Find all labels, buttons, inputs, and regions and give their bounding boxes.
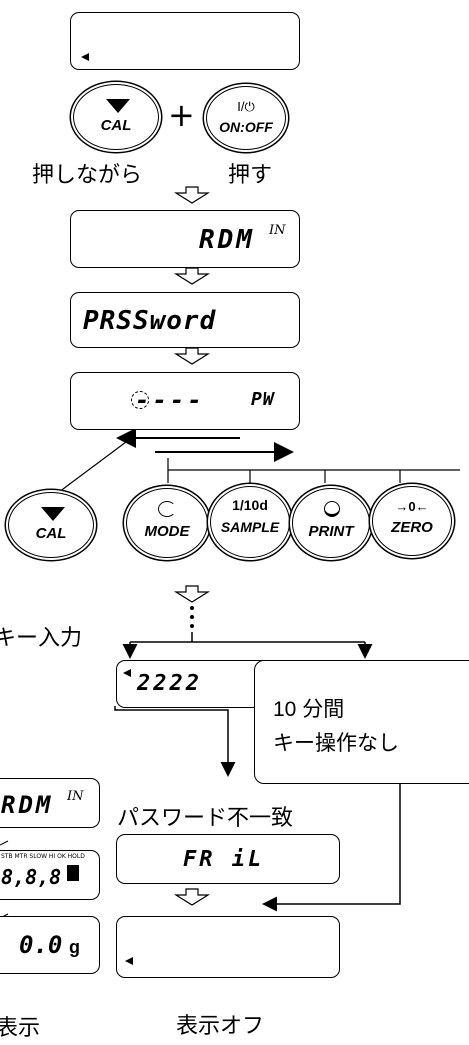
press-caption: 押す <box>228 163 273 188</box>
display-off-top <box>70 12 300 70</box>
print-icon <box>324 501 340 517</box>
cal-label: CAL <box>100 117 132 134</box>
triangle-down-icon <box>106 99 130 113</box>
mode-button[interactable]: MODE <box>126 488 208 558</box>
fail-text: FR iL <box>183 847 265 872</box>
admin-text: RDM <box>199 225 255 255</box>
display-off-caption: 表示オフ <box>176 1014 265 1039</box>
hold-caption: 押しながら <box>32 163 143 188</box>
plus-sign: + <box>168 96 195 134</box>
key-input-caption: キー入力 <box>0 626 83 651</box>
pw-entry-text: ---- <box>135 386 205 414</box>
print-button[interactable]: PRINT <box>292 488 370 558</box>
mode-label: MODE <box>144 523 190 540</box>
mismatch-caption: パスワード不一致 <box>117 806 294 831</box>
triangle-down-icon <box>41 507 65 521</box>
password-text: PRSSword <box>83 306 217 336</box>
pw-tag: PW <box>251 389 275 410</box>
cycle-icon <box>158 501 176 517</box>
display-all-segments: STB MTR SLOW HI OK HOLD 8,8,8 <box>0 850 100 900</box>
bar-graph-icon <box>67 865 79 881</box>
cursor-indicator <box>81 53 89 61</box>
display-password: PRSSword <box>70 292 300 348</box>
power-icon: I/⏻ <box>237 99 255 114</box>
admin-left-text: RDM <box>1 791 54 819</box>
cal-button[interactable]: CAL <box>8 492 94 558</box>
cal-label: CAL <box>35 525 67 542</box>
display-admin: RDM IN <box>70 210 300 268</box>
admin-left-sup: IN <box>67 789 84 804</box>
display-zero: 0.0 g <box>0 916 100 974</box>
zero-value: 0.0 <box>19 931 63 959</box>
display-fail: FR iL <box>116 834 340 884</box>
zero-top-label: →0← <box>395 499 429 514</box>
onoff-button-top[interactable]: I/⏻ ON:OFF <box>206 86 286 150</box>
display-admin-left: RDM IN <box>0 778 100 828</box>
onoff-label: ON:OFF <box>219 119 273 135</box>
timeout-box: 10 分間 キー操作なし <box>254 660 469 784</box>
entered-text: 2222 <box>137 671 202 696</box>
zero-unit: g <box>69 937 80 957</box>
display-pw-entry: ---- PW <box>70 372 300 430</box>
segments-text: 8,8,8 <box>1 865 62 889</box>
print-label: PRINT <box>308 523 354 540</box>
display-caption: 表示 <box>0 1016 41 1041</box>
cursor-indicator <box>123 669 131 677</box>
cal-button-top[interactable]: CAL <box>73 84 159 150</box>
zero-label: ZERO <box>391 519 433 536</box>
indicator-row: STB MTR SLOW HI OK HOLD <box>1 853 85 860</box>
cursor-indicator <box>125 957 133 965</box>
timeout-line-1: 10 分間 <box>273 698 345 721</box>
sample-label: SAMPLE <box>220 519 280 535</box>
admin-sup: IN <box>269 223 286 238</box>
zero-button[interactable]: →0← ZERO <box>372 486 452 556</box>
display-off-bottom <box>116 916 340 978</box>
sample-button[interactable]: 1/10d SAMPLE <box>210 486 290 558</box>
timeout-line-2: キー操作なし <box>273 731 399 755</box>
sample-top-label: 1/10d <box>232 497 268 513</box>
blink-icon <box>131 391 149 409</box>
